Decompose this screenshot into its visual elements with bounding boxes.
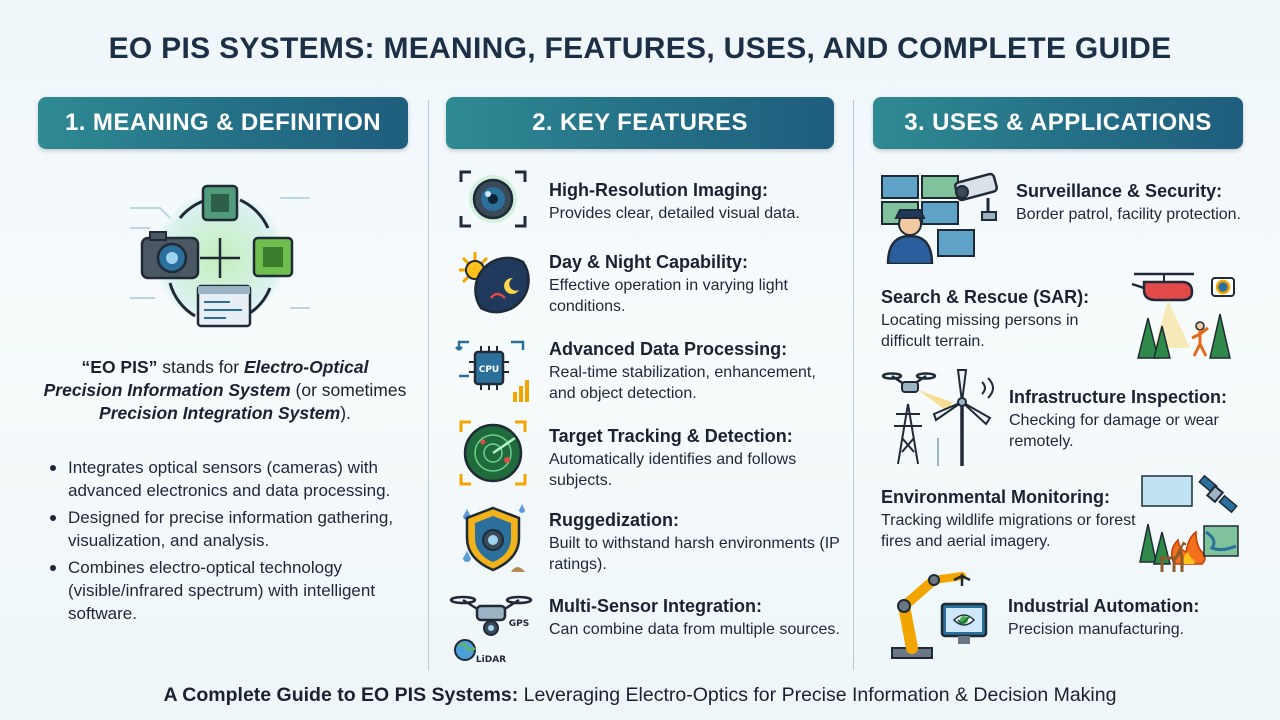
system-cycle-icon (130, 184, 310, 328)
feature-title: Advanced Data Processing: (549, 339, 788, 359)
use-title: Surveillance & Security: (1016, 181, 1223, 201)
helicopter-rescue-icon (1131, 272, 1235, 359)
column-divider (428, 100, 429, 670)
radar-icon (459, 420, 527, 486)
footer-bold: A Complete Guide to EO PIS Systems: (163, 684, 519, 706)
or-text: (or sometimes (290, 380, 407, 400)
shield-icon (463, 503, 525, 572)
use-title: Industrial Automation: (1008, 596, 1200, 616)
drone-sensors-icon: GPS LiDAR (449, 595, 533, 665)
cpu-icon: CPU (455, 340, 529, 402)
eo-system-illustration (130, 168, 310, 348)
closing-text: ). (340, 403, 351, 423)
use-title: Infrastructure Inspection: (1009, 387, 1228, 407)
definition-text: “EO PIS” stands for Electro-Optical Prec… (40, 356, 410, 425)
gps-label: GPS (509, 619, 529, 629)
use-desc: Locating missing persons in difficult te… (881, 312, 1079, 350)
drone-wind-turbine-icon (882, 369, 994, 466)
use-desc: Checking for damage or wear remotely. (1009, 412, 1219, 450)
feature-title: Target Tracking & Detection: (549, 426, 793, 446)
use-desc: Tracking wildlife migrations or forest f… (881, 512, 1136, 550)
features-header: 2. KEY FEATURES (446, 97, 834, 149)
alt-expansion: Precision Integration System (99, 403, 341, 423)
list-item: Combines electro-optical technology (vis… (44, 556, 424, 625)
expansion: Electro-Optical Precision Information Sy… (43, 357, 369, 400)
use-title: Environmental Monitoring: (881, 487, 1110, 507)
page-title: EO PIS SYSTEMS: MEANING, FEATURES, USES,… (108, 32, 1172, 65)
feature-desc: Effective operation in varying light con… (549, 277, 788, 315)
footer-rest: Leveraging Electro-Optics for Precise In… (518, 684, 1117, 706)
feature-desc: Real-time stabilization, enhancement, an… (549, 364, 816, 402)
use-desc: Border patrol, facility protection. (1016, 206, 1241, 223)
feature-desc: Can combine data from multiple sources. (549, 621, 840, 638)
robot-arm-icon (891, 572, 988, 659)
feature-title: Ruggedization: (549, 510, 679, 530)
list-item: Integrates optical sensors (cameras) wit… (44, 456, 424, 502)
use-desc: Precision manufacturing. (1008, 621, 1185, 638)
footer-tagline: A Complete Guide to EO PIS Systems: Leve… (0, 684, 1280, 707)
stands-for-text: stands for (157, 357, 244, 377)
term: “EO PIS” (81, 357, 158, 377)
feature-desc: Built to withstand harsh environments (I… (549, 535, 840, 573)
cpu-label: CPU (479, 365, 500, 375)
feature-desc: Automatically identifies and follows sub… (549, 451, 797, 489)
definition-bullets: Integrates optical sensors (cameras) wit… (44, 456, 424, 629)
meaning-header: 1. MEANING & DEFINITION (38, 97, 408, 149)
feature-title: Day & Night Capability: (549, 252, 749, 272)
security-guard-icon (881, 172, 998, 264)
feature-title: Multi-Sensor Integration: (549, 596, 762, 616)
use-title: Search & Rescue (SAR): (881, 287, 1090, 307)
column-divider (853, 100, 854, 670)
day-night-icon (459, 252, 530, 314)
feature-desc: Provides clear, detailed visual data. (549, 205, 800, 222)
lidar-label: LiDAR (476, 655, 506, 665)
satellite-forest-icon (1139, 474, 1239, 572)
camera-lens-icon (459, 170, 527, 228)
uses-header: 3. USES & APPLICATIONS (873, 97, 1243, 149)
list-item: Designed for precise information gatheri… (44, 506, 424, 552)
feature-title: High-Resolution Imaging: (549, 180, 768, 200)
